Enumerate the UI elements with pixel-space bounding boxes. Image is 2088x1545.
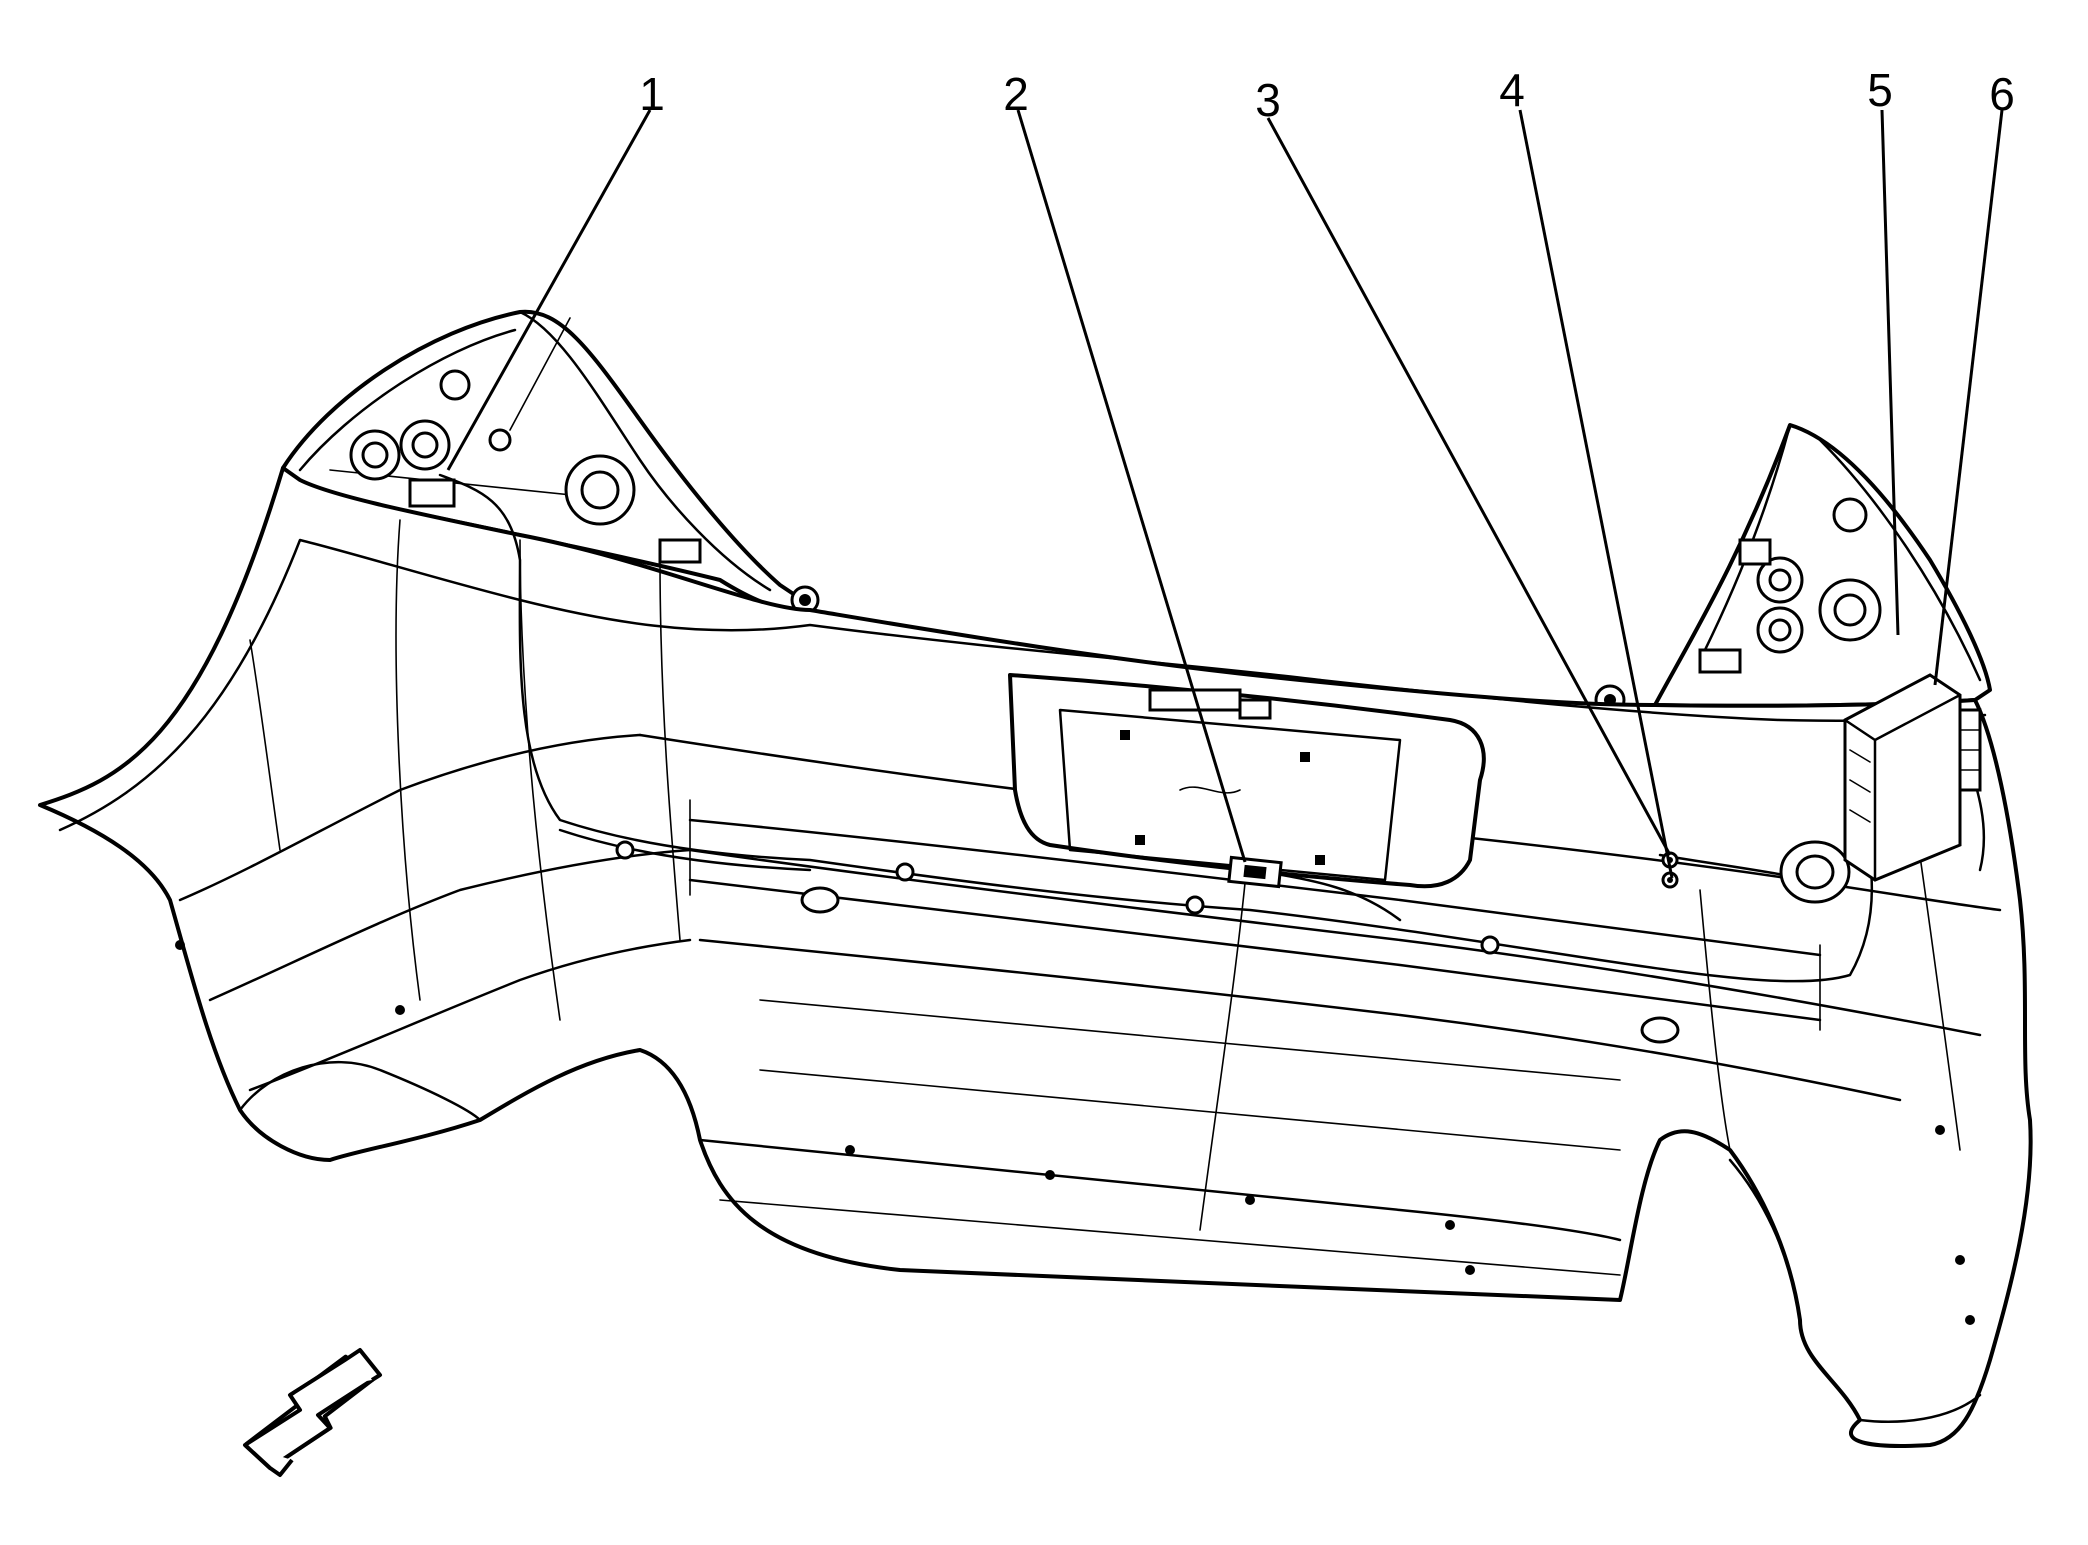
callout-4: 4 <box>1499 64 1525 116</box>
callout-1: 1 <box>639 68 665 120</box>
fastener-holes <box>175 940 1975 1325</box>
control-module <box>1843 673 1982 882</box>
harness-connector <box>1227 855 1283 889</box>
front-direction-arrow-icon <box>243 1348 382 1477</box>
callout-5: 5 <box>1867 64 1893 116</box>
leader-6 <box>1933 109 2004 686</box>
leader-2 <box>1016 109 1247 863</box>
callout-6: 6 <box>1989 68 2015 120</box>
license-plate-pocket <box>1008 673 1486 889</box>
leader-5 <box>1880 109 1900 636</box>
leader-4 <box>1518 109 1674 879</box>
callout-labels: 1 2 3 4 5 6 <box>639 64 2015 126</box>
right-tail-lamp-assembly <box>1594 423 1992 716</box>
callout-leaders <box>446 109 2004 879</box>
rear-bumper-fascia <box>38 466 2033 1448</box>
grommet <box>1779 840 1851 904</box>
leader-3 <box>1266 117 1672 856</box>
left-tail-lamp-assembly <box>281 309 820 615</box>
callout-3: 3 <box>1255 74 1281 126</box>
lower-step-panel <box>688 799 1822 1044</box>
callout-2: 2 <box>1003 68 1029 120</box>
leader-1 <box>446 109 652 471</box>
